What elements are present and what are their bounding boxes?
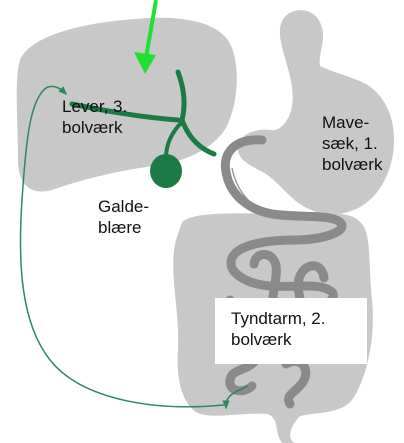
- small-intestine-label-line-1: Tyndtarm, 2.: [231, 308, 367, 329]
- small-intestine-label: Tyndtarm, 2. bolværk: [215, 298, 367, 364]
- gallbladder-label-line-1: Galde-: [98, 196, 149, 217]
- stomach-label-line-2: sæk, 1.: [322, 133, 382, 154]
- stomach-label-line-1: Mave-: [322, 112, 382, 133]
- stomach-label-line-3: bolværk: [322, 154, 382, 175]
- liver-label-line-1: Lever, 3.: [62, 96, 127, 117]
- liver-label: Lever, 3. bolværk: [62, 96, 127, 138]
- liver-label-line-2: bolværk: [62, 117, 127, 138]
- small-intestine-label-line-2: bolværk: [231, 329, 367, 350]
- stomach-label: Mave- sæk, 1. bolværk: [322, 112, 382, 175]
- gallbladder-label: Galde- blære: [98, 196, 149, 238]
- gallbladder: [150, 154, 182, 188]
- gallbladder-label-line-2: blære: [98, 217, 149, 238]
